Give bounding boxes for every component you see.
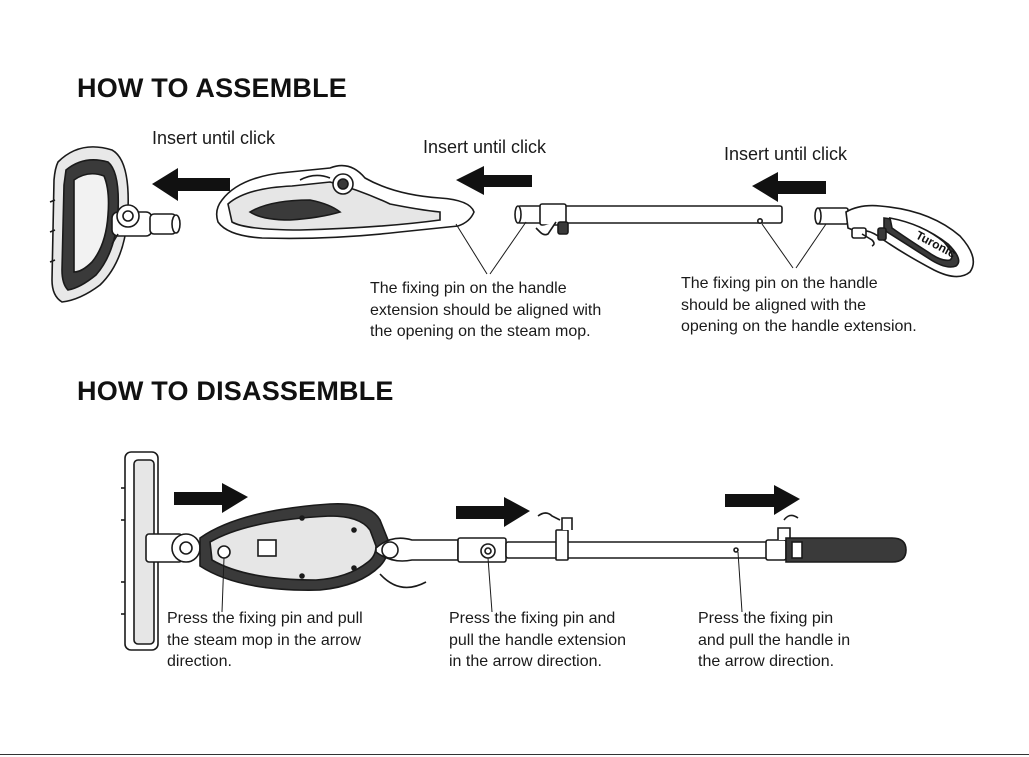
mop-head-illustration xyxy=(49,146,181,303)
steam-mop-top-illustration xyxy=(145,503,459,591)
arrow-left-icon xyxy=(752,172,826,202)
handle-extension-illustration xyxy=(514,203,783,236)
assemble-heading: HOW TO ASSEMBLE xyxy=(77,73,348,103)
arrow-left-icon xyxy=(456,166,532,195)
steam-mop-illustration xyxy=(215,164,475,240)
arrow-right-icon xyxy=(456,497,530,527)
handle-top-illustration xyxy=(765,514,907,563)
mop-pad-illustration xyxy=(121,451,159,651)
arrow-right-icon xyxy=(725,485,800,515)
assemble-leader-lines xyxy=(455,221,827,275)
disassemble-heading: HOW TO DISASSEMBLE xyxy=(77,376,394,406)
arrow-left-icon xyxy=(152,168,230,201)
assemble-note-handle: The fixing pin on the handle should be a… xyxy=(681,275,917,335)
disassemble-leader-lines xyxy=(221,551,743,613)
assemble-note-extension: The fixing pin on the handle extension s… xyxy=(370,280,602,340)
handle-illustration xyxy=(814,204,975,278)
disassemble-note-handle: Press the fixing pin and pull the handle… xyxy=(698,610,851,670)
arrow-right-icon xyxy=(174,483,248,513)
page-bottom-rule xyxy=(0,754,1029,755)
disassemble-note-extension: Press the fixing pin and pull the handle… xyxy=(449,610,627,670)
step-label-mop-head: Insert until click xyxy=(152,128,276,148)
step-label-handle: Insert until click xyxy=(724,144,848,164)
handle-extension-top-illustration xyxy=(457,512,773,563)
disassemble-note-steam-mop: Press the fixing pin and pull the steam … xyxy=(167,610,363,670)
step-label-steam-mop: Insert until click xyxy=(423,137,547,157)
